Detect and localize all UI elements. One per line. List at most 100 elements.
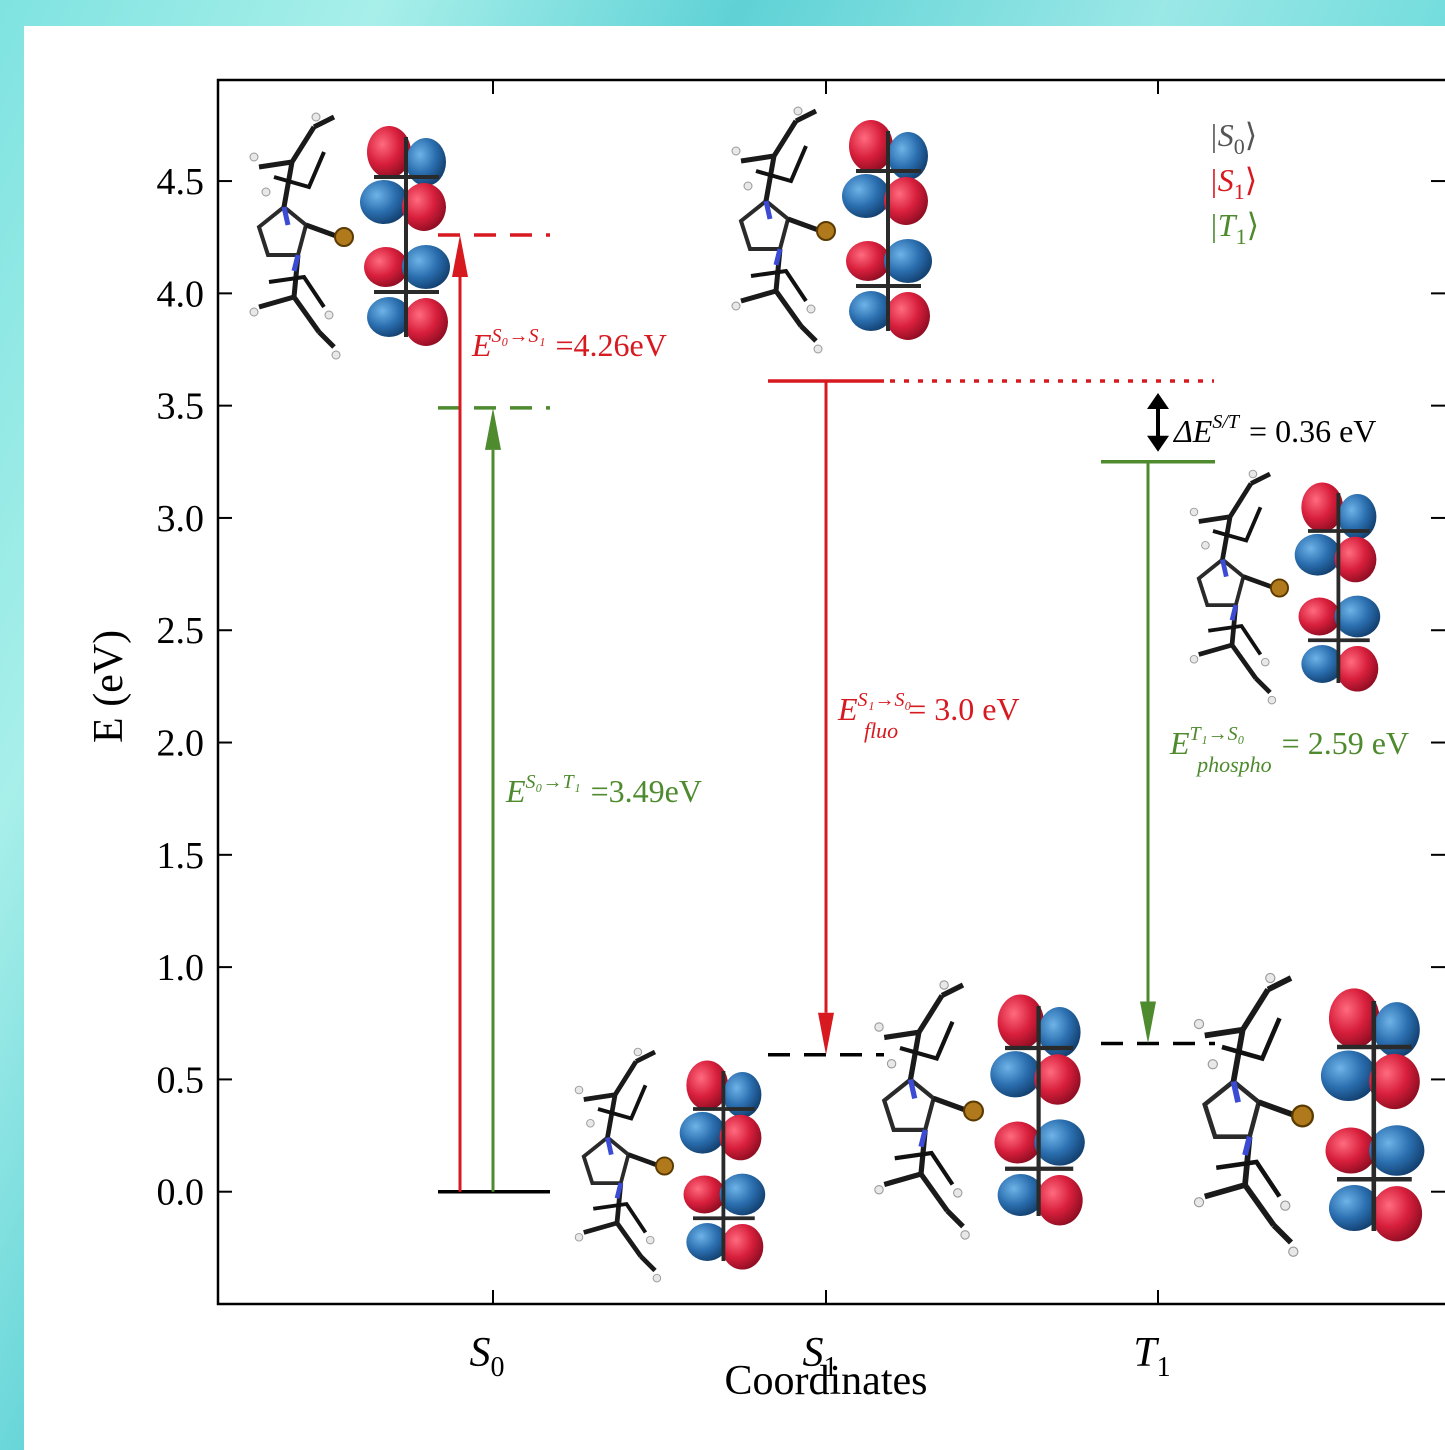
orbital-lobe (849, 120, 893, 172)
molecule-atom (1267, 695, 1277, 705)
legend-entry: |S1⟩ (1209, 162, 1257, 204)
molecule-bond (740, 108, 822, 343)
molecule-atom (1280, 1200, 1291, 1211)
molecule-atom (1193, 1018, 1205, 1030)
orbital-lobe (842, 174, 890, 218)
orbital-lobe (990, 1051, 1041, 1098)
y-tick-label: 1.5 (157, 835, 205, 877)
orbital-lobe (683, 1175, 726, 1214)
molecule-atom (324, 310, 334, 320)
y-tick-label: 2.0 (157, 723, 205, 765)
orbital-lobe (1301, 482, 1344, 532)
orbital-lobe (1334, 595, 1381, 638)
orbital-lobe (1325, 1127, 1377, 1174)
molecule-t1-s0 (1193, 972, 1425, 1257)
molecule-bond (1308, 492, 1370, 684)
molecule-bond (750, 145, 808, 303)
orbital-lobe (997, 1174, 1044, 1216)
molecule-atom (1248, 469, 1258, 479)
molecule-s0-s1 (249, 112, 450, 360)
molecule-bond (907, 1078, 918, 1099)
orbital-lobe (1301, 645, 1344, 683)
orbital-lobe (367, 297, 411, 337)
molecule-atom (249, 307, 259, 317)
orbital-lobe (679, 1111, 726, 1154)
orbital-lobe (994, 1121, 1041, 1164)
molecule-bond (1198, 471, 1276, 695)
orbital-lobe (364, 247, 408, 287)
transition-arrow-head (452, 234, 468, 277)
molecule-bond (1220, 558, 1229, 578)
orbital-lobe (402, 183, 446, 231)
orbital-lobe (1338, 493, 1377, 540)
molecule-bond (291, 254, 301, 272)
y-tick-label: 4.5 (157, 161, 205, 203)
transition-arrow-head (1140, 1001, 1156, 1044)
molecule-bond (1242, 1136, 1253, 1156)
molecule-bond (881, 1076, 936, 1132)
molecule-bond (256, 204, 309, 257)
molecule-atom (249, 152, 259, 162)
molecule-atom (574, 1085, 584, 1095)
metal-atom (1269, 578, 1289, 598)
y-tick-label: 0.0 (157, 1172, 205, 1214)
orbital-lobe (1371, 1186, 1423, 1242)
orbital-lobe (721, 1223, 764, 1270)
x-tick-label: S1 (803, 1330, 838, 1383)
molecule-bond (258, 114, 340, 349)
orbital-lobe (1320, 1050, 1377, 1102)
molecule-bond (583, 1049, 661, 1273)
orbital-lobe (1328, 988, 1380, 1049)
orbital-lobe (1336, 645, 1379, 692)
molecule-bond (268, 151, 326, 309)
molecule-atom (261, 187, 271, 197)
molecule-atom (1201, 540, 1210, 550)
molecule-s0-s0 (574, 1047, 766, 1283)
orbital-lobe (723, 1071, 762, 1118)
orbital-lobe (402, 245, 450, 289)
orbital-lobe (1369, 1053, 1420, 1110)
metal-atom (334, 227, 354, 247)
molecule-bond (1202, 1078, 1262, 1139)
molecule-atom (633, 1047, 643, 1057)
metal-atom (1291, 1104, 1314, 1128)
orbital-lobe (849, 291, 893, 331)
metal-atom (963, 1100, 984, 1122)
molecule-atom (574, 1232, 584, 1242)
y-tick-label: 2.5 (157, 610, 205, 652)
orbital-lobe (1334, 536, 1377, 583)
transition-label: ES₀→T₁=3.49eV (505, 771, 702, 809)
gap-arrow-head (1147, 435, 1169, 452)
molecule-bond (1230, 1080, 1241, 1103)
molecule-bond (1004, 1006, 1074, 1216)
molecule-t1-t1 (1189, 469, 1381, 705)
plot-frame (216, 78, 1445, 1306)
orbital-lobe (367, 126, 411, 178)
molecule-atom (1189, 654, 1199, 664)
transition-arrow-head (818, 1012, 834, 1055)
molecule-atom (743, 181, 753, 191)
orbital-lobe (719, 1173, 766, 1216)
molecule-atom (331, 350, 341, 360)
orbital-lobe (1036, 1175, 1083, 1226)
molecule-atom (813, 344, 823, 354)
orbital-lobe (888, 132, 928, 180)
orbital-lobe (1034, 1119, 1085, 1166)
orbital-lobe (886, 292, 930, 340)
molecule-atom (586, 1118, 595, 1128)
orbital-lobe (360, 180, 408, 224)
x-axis-label: Coordinates (725, 1358, 928, 1404)
molecule-bond (738, 198, 791, 251)
y-tick-label: 0.5 (157, 1059, 205, 1101)
orbital-lobe (997, 994, 1044, 1050)
orbital-lobe (1373, 1002, 1420, 1058)
molecule-bond (1336, 1001, 1412, 1231)
molecule-atom (652, 1273, 662, 1283)
orbital-lobe (1298, 597, 1341, 636)
orbital-lobe (404, 298, 448, 346)
molecule-atom (1207, 1059, 1218, 1070)
orbital-lobe (1294, 533, 1341, 576)
